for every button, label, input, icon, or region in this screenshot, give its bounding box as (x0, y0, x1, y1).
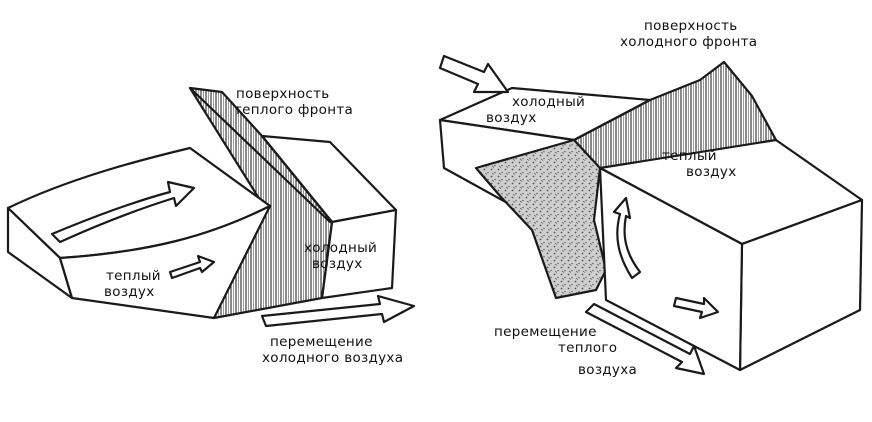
warm-front-warm-air-label-1: теплый (106, 268, 161, 284)
warm-front-cold-air-label-1: холодный (304, 240, 377, 256)
warm-air-block-right (598, 138, 864, 372)
cold-front-surface-label-2: холодного фронта (620, 34, 757, 50)
warm-front-diagram: поверхность теплого фронта холодный возд… (6, 86, 416, 366)
cold-front-diagram: поверхность холодного фронта холодный во… (438, 18, 864, 378)
warm-air-rising-arrow (612, 196, 642, 280)
cold-air-wedge (474, 138, 608, 300)
cold-front-warm-air-label-1: теплый (662, 148, 717, 164)
cold-air-movement-label-1: перемещение (270, 334, 373, 350)
warm-front-cold-air-label-2: воздух (312, 256, 363, 272)
small-flow-arrow (168, 254, 216, 280)
cold-air-inflow-arrow (438, 54, 510, 94)
warm-air-flow-arrow (50, 180, 196, 244)
warm-front-surface-label-1: поверхность (236, 86, 330, 102)
warm-air-movement-arrow (584, 302, 706, 376)
cold-front-surface-label-1: поверхность (644, 18, 738, 34)
cold-air-movement-label-2: холодного воздуха (262, 350, 403, 366)
warm-air-movement-label-2: теплого (558, 340, 617, 356)
cold-air-movement-arrow (260, 294, 416, 328)
warm-air-side-arrow (672, 296, 720, 320)
cold-front-cold-air-label-1: холодный (512, 94, 585, 110)
warm-air-movement-label-3: воздуха (578, 362, 637, 378)
cold-front-warm-air-label-2: воздух (686, 164, 737, 180)
cold-front-cold-air-label-2: воздух (486, 110, 537, 126)
warm-air-movement-label-1: перемещение (494, 324, 597, 340)
warm-front-warm-air-label-2: воздух (104, 284, 155, 300)
warm-front-surface-label-2: теплого фронта (234, 102, 353, 118)
